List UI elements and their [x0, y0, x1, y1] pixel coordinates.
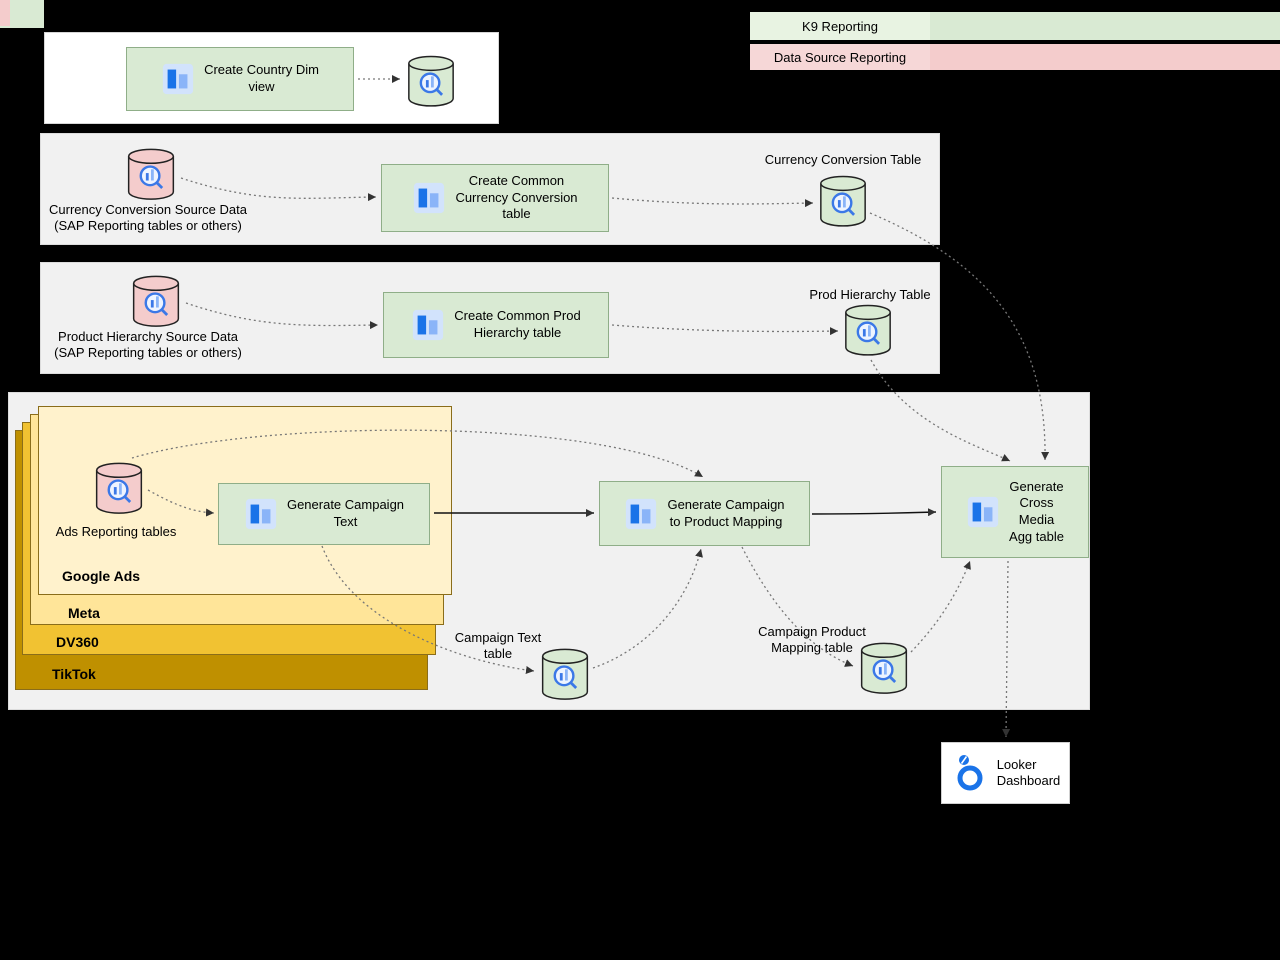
currency-table-db-icon — [819, 173, 867, 229]
looker-icon — [951, 752, 989, 794]
create-prod-hierarchy-box: Create Common Prod Hierarchy table — [383, 292, 609, 358]
looker-dashboard-label: Looker Dashboard — [996, 756, 1061, 788]
generate-campaign-text-label: Generate Campaign Text — [286, 497, 405, 529]
ads-reporting-label: Ads Reporting tables — [55, 524, 177, 539]
generate-campaign-to-product-mapping-box: Generate Campaign to Product Mapping — [599, 481, 810, 546]
create-country-dim-view-label: Create Country Dim view — [204, 62, 319, 94]
legend-row-k9-reporting: K9 Reporting — [750, 12, 1280, 40]
bigquery-icon — [966, 495, 1000, 529]
currency-source-db-icon — [125, 147, 177, 201]
campaign-text-table-label: Campaign Text table — [454, 630, 542, 662]
ads-reporting-db-icon — [93, 461, 145, 515]
campaign-product-mapping-db-icon — [859, 641, 909, 695]
prod-hierarchy-table-label: Prod Hierarchy Table — [809, 287, 931, 302]
generate-campaign-text-box: Generate Campaign Text — [218, 483, 430, 545]
generate-cross-media-agg-box: Generate Cross Media Agg table — [941, 466, 1089, 558]
looker-dashboard-box: Looker Dashboard — [941, 742, 1070, 804]
card-meta-label: Meta — [68, 605, 100, 621]
campaign-product-mapping-table-label: Campaign Product Mapping table — [758, 624, 866, 656]
legend-k9-label: K9 Reporting — [750, 12, 930, 40]
create-country-dim-view-box: Create Country Dim view — [126, 47, 354, 111]
card-google-ads-label: Google Ads — [62, 568, 141, 584]
legend-row-data-source-reporting: Data Source Reporting — [750, 44, 1280, 70]
legend-data-source-strip-left — [0, 0, 10, 26]
bigquery-icon — [624, 497, 658, 531]
bigquery-icon — [161, 62, 195, 96]
bigquery-icon — [411, 308, 445, 342]
bigquery-icon — [412, 181, 446, 215]
bigquery-icon — [244, 497, 278, 531]
prod-hierarchy-table-db-icon — [844, 302, 892, 358]
product-source-db-icon — [130, 274, 182, 328]
create-prod-hierarchy-label: Create Common Prod Hierarchy table — [454, 308, 581, 340]
create-currency-conversion-label: Create Common Currency Conversion table — [455, 173, 578, 222]
legend-data-source-label: Data Source Reporting — [750, 44, 930, 70]
product-source-label: Product Hierarchy Source Data (SAP Repor… — [54, 329, 242, 361]
campaign-text-table-db-icon — [540, 647, 590, 701]
country-dim-table-db-icon — [407, 54, 455, 108]
generate-cross-media-agg-label: Generate Cross Media Agg table — [1009, 478, 1064, 544]
generate-campaign-to-product-mapping-label: Generate Campaign to Product Mapping — [667, 496, 785, 529]
create-currency-conversion-box: Create Common Currency Conversion table — [381, 164, 609, 232]
card-tiktok-label: TikTok — [52, 666, 96, 682]
currency-source-label: Currency Conversion Source Data (SAP Rep… — [49, 202, 247, 234]
currency-table-label: Currency Conversion Table — [764, 152, 922, 167]
card-dv360-label: DV360 — [56, 634, 99, 650]
